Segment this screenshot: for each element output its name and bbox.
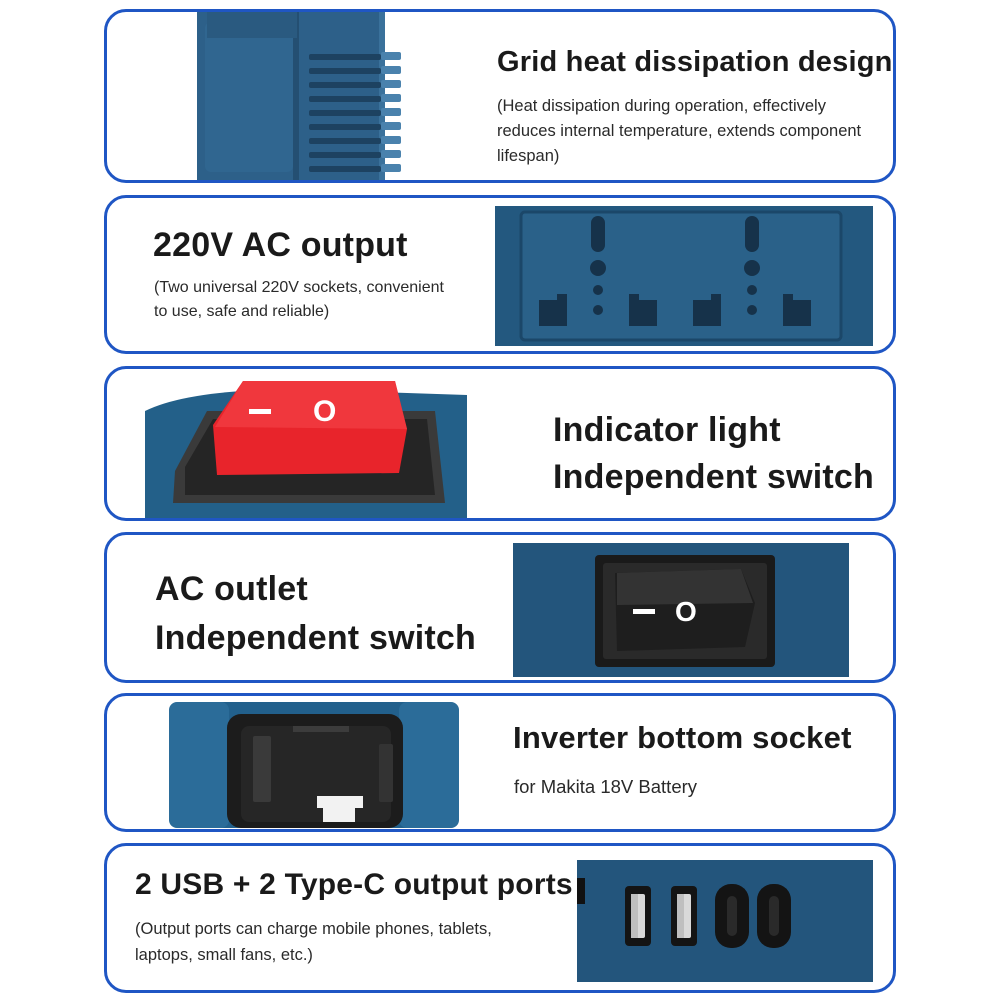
feature-title-line: Indicator light bbox=[553, 411, 781, 449]
feature-description: for Makita 18V Battery bbox=[514, 776, 698, 797]
feature-description: (Output ports can charge mobile phones, … bbox=[135, 920, 492, 964]
battery-socket-photo bbox=[167, 696, 462, 829]
red-rocker-switch-photo: O bbox=[145, 371, 467, 518]
switch-off-symbol: O bbox=[675, 596, 697, 627]
usb-a-port-icon bbox=[671, 886, 697, 946]
feature-title: 2 USB + 2 Type-C output ports bbox=[135, 868, 573, 901]
switch-off-symbol: O bbox=[313, 395, 336, 428]
feature-title: AC outlet Independent switch bbox=[155, 565, 476, 663]
feature-title-line: Independent switch bbox=[155, 619, 476, 657]
usb-c-port-icon bbox=[715, 884, 749, 948]
feature-title-line: Independent switch bbox=[553, 458, 874, 496]
ac-sockets-photo bbox=[495, 206, 873, 346]
socket-icon bbox=[539, 216, 657, 326]
feature-card-ac-outlet-switch: AC outlet Independent switch O bbox=[104, 532, 896, 683]
feature-title: Inverter bottom socket bbox=[513, 720, 852, 755]
usb-c-port-icon bbox=[757, 884, 791, 948]
usb-ports-photo bbox=[577, 860, 873, 982]
heat-sink-photo bbox=[197, 12, 413, 180]
feature-title: 220V AC output bbox=[153, 226, 408, 264]
feature-title: Grid heat dissipation design bbox=[497, 46, 893, 78]
feature-title-line: AC outlet bbox=[155, 570, 308, 608]
black-rocker-switch-photo: O bbox=[513, 543, 849, 677]
feature-card-usb-ports: 2 USB + 2 Type-C output ports (Output po… bbox=[104, 843, 896, 993]
feature-description: (Two universal 220V sockets, convenient … bbox=[154, 279, 444, 320]
feature-description: (Heat dissipation during operation, effe… bbox=[497, 97, 862, 165]
feature-title: Indicator light Independent switch bbox=[553, 407, 874, 501]
feature-card-ac-output: 220V AC output (Two universal 220V socke… bbox=[104, 195, 896, 354]
feature-card-heat-dissipation: Grid heat dissipation design (Heat dissi… bbox=[104, 9, 896, 183]
usb-a-port-icon bbox=[625, 886, 651, 946]
feature-card-indicator-switch: O Indicator light Independent switch bbox=[104, 366, 896, 521]
feature-card-bottom-socket: Inverter bottom socket for Makita 18V Ba… bbox=[104, 693, 896, 832]
socket-icon bbox=[693, 216, 811, 326]
